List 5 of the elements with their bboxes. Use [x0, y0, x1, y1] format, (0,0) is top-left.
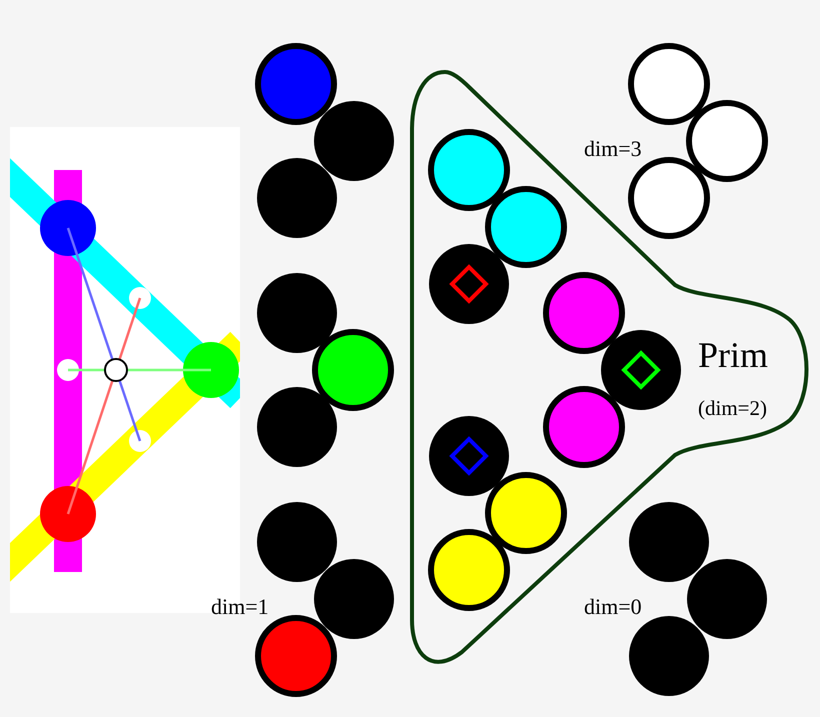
dimension-label: dim=1 — [211, 596, 269, 618]
dimension-label: dim=0 — [584, 596, 642, 618]
node-subtitle: (dim=2) — [698, 398, 767, 419]
dimension-label: dim=3 — [584, 138, 642, 160]
node-title: Prim — [698, 337, 768, 373]
